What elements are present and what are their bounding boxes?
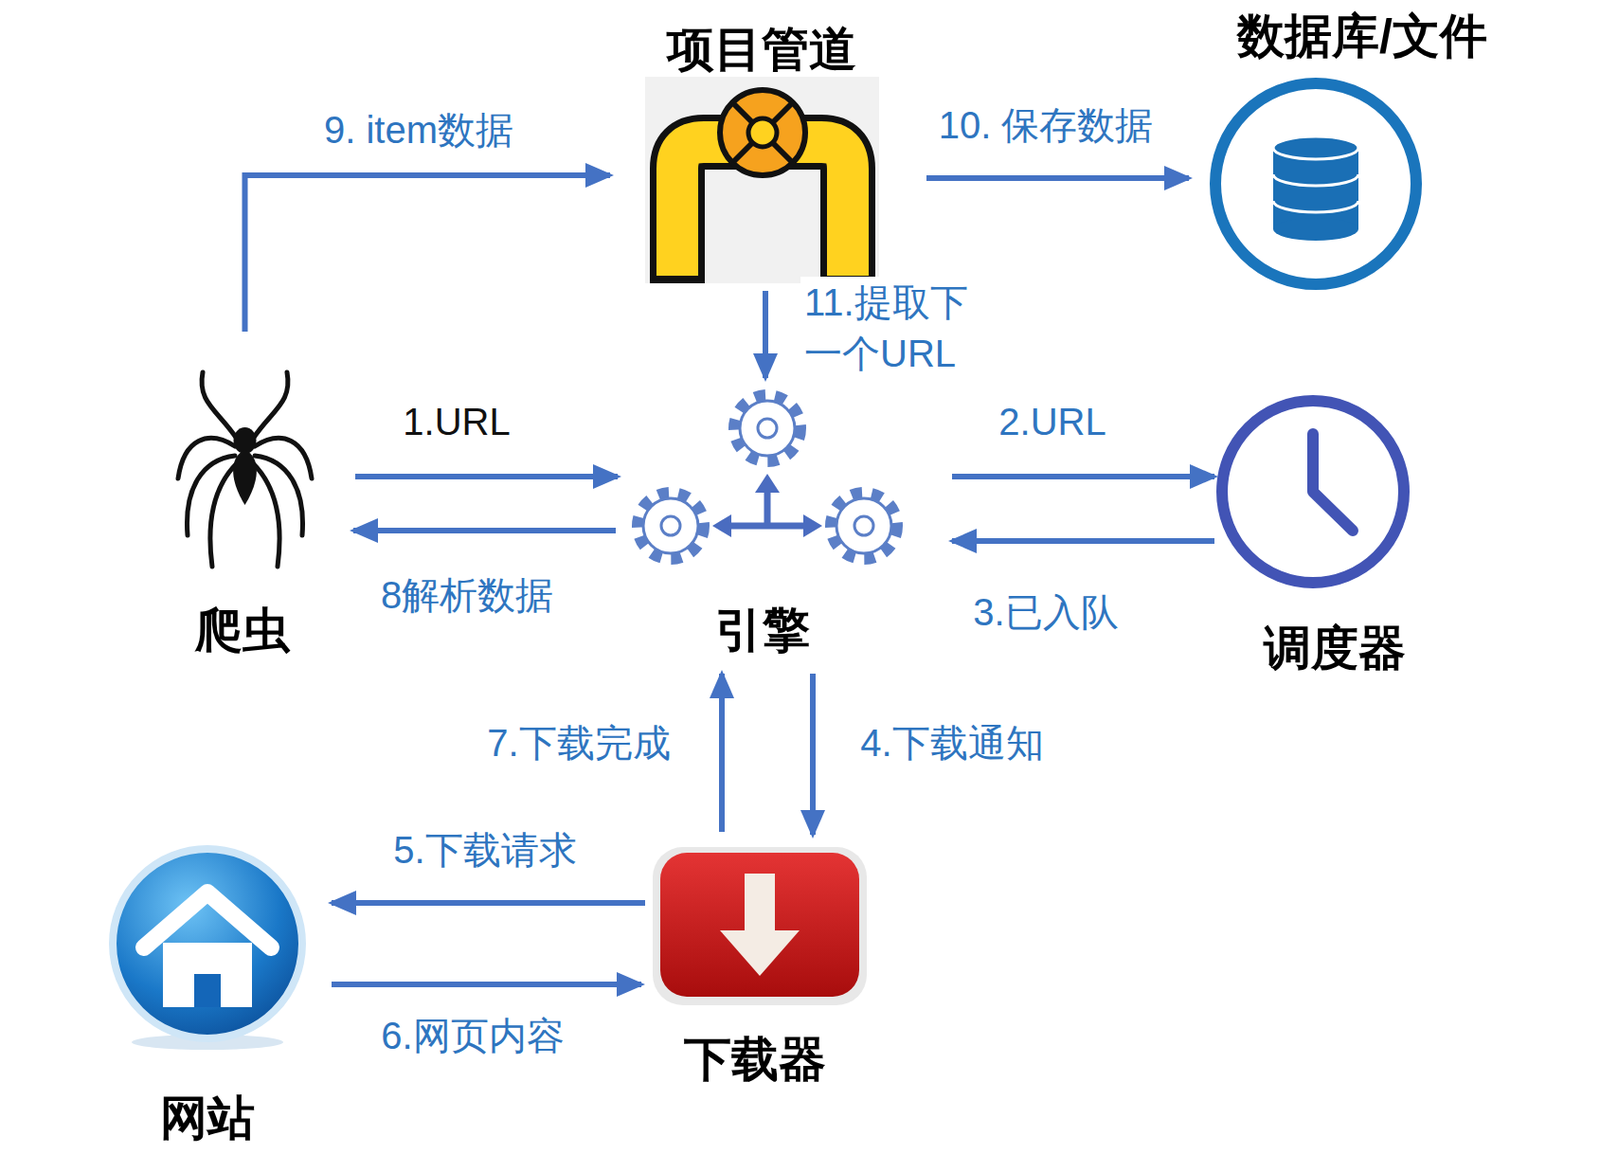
- step-label: 4.下载通知: [856, 718, 1047, 768]
- database-icon: [1215, 83, 1417, 285]
- flow-arrow: [926, 175, 1189, 181]
- flow-arrow: [809, 673, 816, 835]
- flow-arrow: [952, 473, 1215, 480]
- component-node: 数据库/文件: [1208, 76, 1423, 291]
- flow-arrow: [762, 290, 769, 378]
- flow-arrow: [245, 175, 612, 332]
- component-name: 数据库/文件: [1237, 10, 1488, 63]
- step-label: 5.下载请求: [389, 825, 580, 875]
- flow-arrow: [331, 899, 646, 906]
- flow-arrow: [355, 473, 618, 480]
- step-label: 11.提取下 一个URL: [800, 276, 998, 379]
- component-node: 下载器: [652, 846, 867, 1006]
- flow-arrow: [719, 673, 725, 832]
- component-node: 项目管道: [645, 76, 880, 284]
- step-label: 2.URL: [994, 396, 1110, 447]
- step-label: 10. 保存数据: [934, 100, 1158, 150]
- step-label: 8解析数据: [377, 570, 558, 620]
- downloader-icon: [652, 846, 867, 1006]
- flow-arrow: [353, 527, 616, 534]
- component-node: 引擎: [627, 387, 908, 567]
- component-name: 引擎: [715, 604, 810, 657]
- component-name: 下载器: [683, 1033, 827, 1086]
- component-name: 调度器: [1263, 622, 1406, 675]
- step-label: 9. item数据: [320, 105, 518, 155]
- engine-gears: [638, 395, 897, 558]
- step-label: 3.已入队: [969, 587, 1122, 637]
- component-node: 爬虫: [168, 372, 322, 567]
- clock-icon: [1222, 400, 1404, 583]
- component-name: 项目管道: [666, 23, 857, 76]
- step-label: 1.URL: [398, 396, 514, 447]
- step-label: 7.下载完成: [483, 718, 674, 768]
- component-name: 爬虫: [195, 604, 290, 657]
- component-node: 网站: [105, 841, 310, 1046]
- website-icon: [112, 848, 303, 1050]
- component-name: 网站: [160, 1092, 255, 1145]
- step-label: 6.网页内容: [377, 1010, 568, 1061]
- flow-arrow: [952, 538, 1215, 544]
- pipeline-icon: [645, 76, 880, 284]
- flow-arrow: [331, 981, 642, 988]
- component-node: 调度器: [1216, 395, 1410, 589]
- spider-icon: [178, 372, 312, 567]
